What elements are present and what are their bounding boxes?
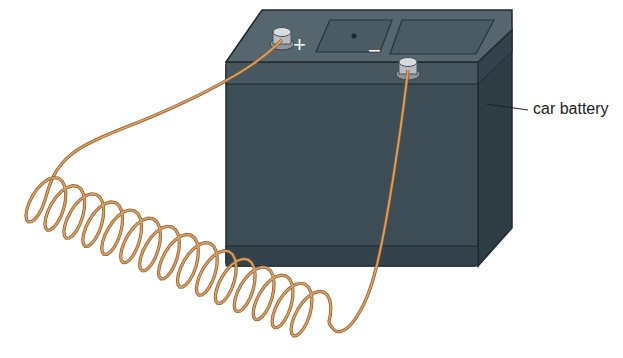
battery-lid bbox=[390, 20, 494, 54]
wire-outline bbox=[329, 70, 408, 332]
terminal-sign: − bbox=[368, 40, 381, 62]
part-label: car battery bbox=[533, 101, 609, 117]
battery-rim bbox=[226, 62, 478, 84]
wire-outline bbox=[26, 178, 331, 336]
wire bbox=[329, 70, 408, 332]
battery-base bbox=[226, 246, 478, 266]
battery-side bbox=[478, 30, 512, 266]
battery-top bbox=[226, 10, 512, 62]
terminal-sign: + bbox=[293, 34, 306, 56]
battery-front bbox=[226, 62, 478, 266]
wire bbox=[26, 178, 331, 336]
terminal-post bbox=[273, 28, 291, 37]
vent-hole bbox=[352, 34, 357, 39]
terminal-post bbox=[399, 58, 417, 67]
wire-outline bbox=[45, 40, 282, 201]
wire bbox=[45, 40, 282, 201]
leader-line bbox=[486, 104, 528, 110]
